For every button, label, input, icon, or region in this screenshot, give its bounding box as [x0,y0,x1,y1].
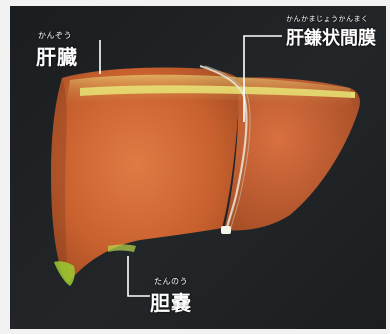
liver-label: かんぞう 肝臓 [36,30,78,70]
liver-text: 肝臓 [36,41,78,70]
gallbladder [54,261,75,286]
ligament-label: かんかまじょうかんまく 肝鎌状間膜 [286,14,376,50]
gallbladder-leader-line [128,256,150,296]
ligament-furigana: かんかまじょうかんまく [286,14,376,24]
gallbladder-furigana: たんのう [154,276,192,287]
ligament-text: 肝鎌状間膜 [286,24,376,50]
liver-furigana: かんぞう [38,30,78,41]
gallbladder-label: たんのう 胆嚢 [150,276,192,316]
round-ligament-end [221,226,231,234]
gallbladder-edge [108,245,136,253]
gallbladder-text: 胆嚢 [150,287,192,316]
